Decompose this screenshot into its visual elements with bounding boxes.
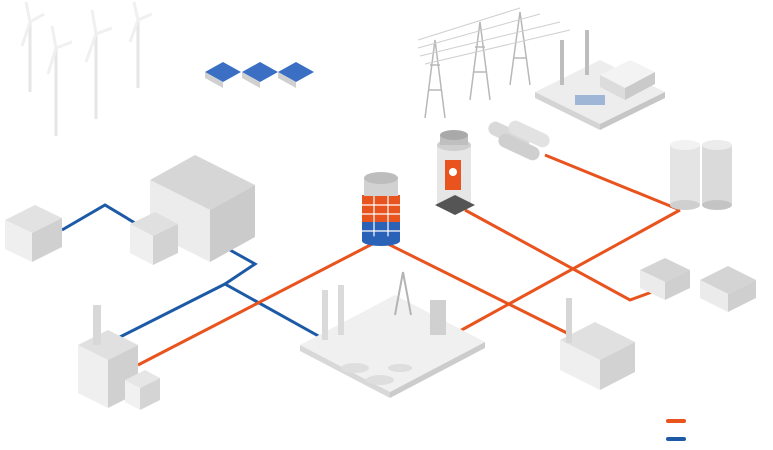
power-pylon-icon xyxy=(417,7,571,119)
storage-rack-icon xyxy=(5,205,62,262)
blue-pipe-powerplant xyxy=(117,282,226,340)
blue-pipe-storage-warehouse xyxy=(61,203,141,232)
silo-icon xyxy=(702,140,732,210)
power-plant-icon xyxy=(78,305,160,410)
solar-array xyxy=(205,62,314,88)
storage-tank-icon xyxy=(362,172,400,246)
orange-pipe-cylinders-silos xyxy=(544,153,681,212)
wind-turbine-icon xyxy=(128,1,153,88)
silo-icon xyxy=(670,140,700,210)
legend-item-blue xyxy=(666,432,766,446)
orange-pipe-powerplant-tank xyxy=(137,238,381,367)
blue-pipe-factory-refinery xyxy=(222,248,323,340)
orange-pipe-refinery-silos xyxy=(457,208,681,334)
wind-turbine-icon xyxy=(20,1,45,92)
refinery-icon xyxy=(300,271,485,398)
legend-swatch-orange xyxy=(666,419,686,423)
factory-icon xyxy=(560,298,635,390)
solar-panel-icon xyxy=(205,62,241,88)
pipe-network xyxy=(61,153,681,367)
legend xyxy=(666,414,766,450)
orange-pipe-electrolyser-houses xyxy=(464,208,653,302)
wind-turbine-icon xyxy=(84,9,113,119)
power-grid xyxy=(417,7,665,130)
solar-panel-icon xyxy=(242,62,278,88)
substation-icon xyxy=(535,30,665,130)
wind-turbine-group xyxy=(20,1,153,136)
legend-swatch-blue xyxy=(666,437,686,441)
hydrogen-cylinders-icon xyxy=(488,120,550,161)
silo-group xyxy=(670,140,732,210)
solar-panel-icon xyxy=(278,62,314,88)
wind-turbine-icon xyxy=(46,25,73,136)
electrolyser-icon xyxy=(435,130,475,215)
legend-item-orange xyxy=(666,414,766,428)
warehouse-icon xyxy=(130,155,255,265)
house-group xyxy=(640,258,756,312)
house-icon xyxy=(640,258,690,300)
orange-pipe-tank-factory xyxy=(379,238,586,344)
house-icon xyxy=(700,266,756,312)
